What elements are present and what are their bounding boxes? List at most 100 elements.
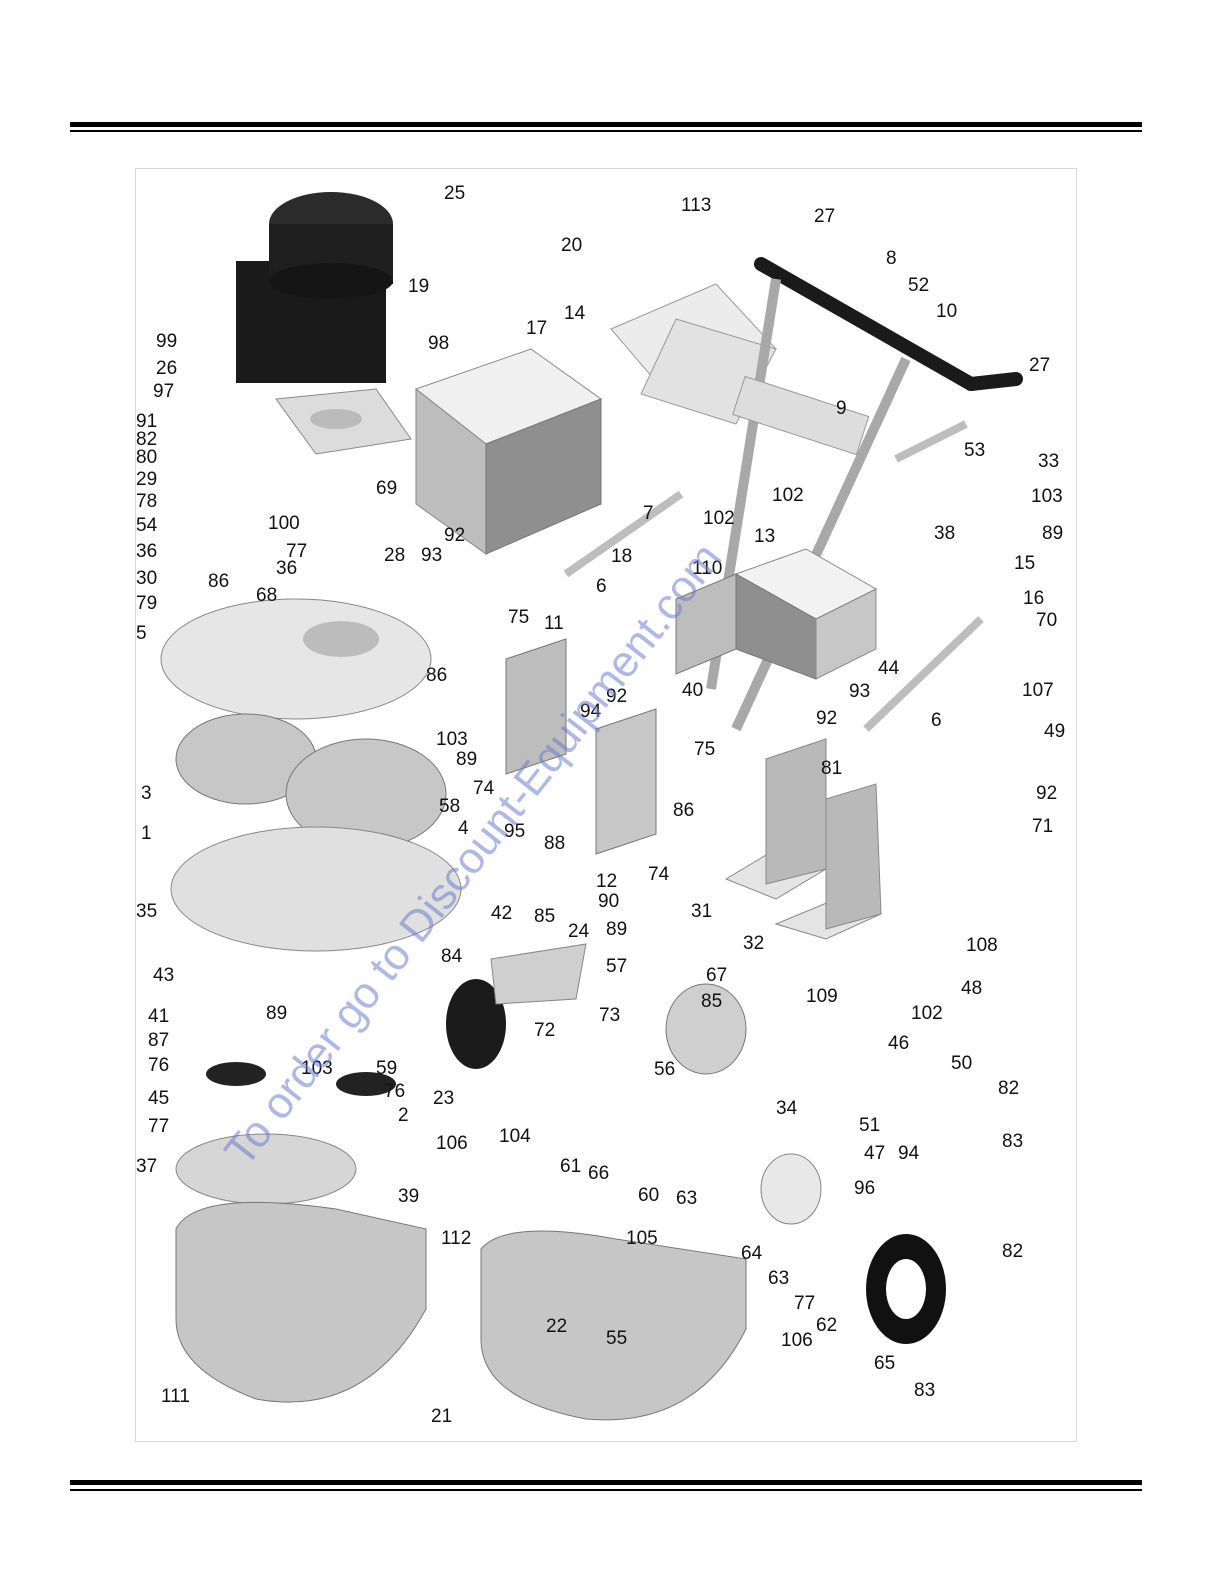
- label-83a: 83: [1002, 1131, 1023, 1152]
- label-105: 105: [626, 1228, 658, 1249]
- label-106a: 106: [436, 1133, 468, 1154]
- label-98: 98: [428, 333, 449, 354]
- label-97: 97: [153, 381, 174, 402]
- label-112: 112: [441, 1228, 471, 1249]
- label-57: 57: [606, 956, 627, 977]
- label-70: 70: [1036, 610, 1057, 631]
- label-82b: 82: [998, 1078, 1019, 1099]
- label-78: 78: [136, 491, 157, 512]
- label-28: 28: [384, 545, 405, 566]
- label-14: 14: [564, 303, 586, 324]
- label-46: 46: [888, 1033, 909, 1054]
- label-24: 24: [568, 921, 590, 942]
- label-100: 100: [268, 513, 300, 534]
- label-11: 11: [544, 613, 564, 634]
- label-27b: 27: [1029, 355, 1050, 376]
- label-86b: 86: [426, 665, 447, 686]
- skirts: [175, 1201, 747, 1421]
- label-67: 67: [706, 965, 727, 986]
- label-59: 59: [376, 1058, 397, 1079]
- label-89c: 89: [606, 919, 627, 940]
- label-76b: 76: [384, 1081, 405, 1102]
- label-93b: 93: [849, 681, 870, 702]
- label-69: 69: [376, 478, 397, 499]
- label-29: 29: [136, 469, 157, 490]
- label-77c: 77: [794, 1293, 815, 1314]
- label-30a: 30: [136, 568, 157, 589]
- label-34: 34: [776, 1098, 798, 1119]
- label-103b: 103: [436, 729, 468, 750]
- electrical-boxes: [505, 548, 878, 855]
- label-19: 19: [408, 276, 429, 297]
- label-1: 1: [141, 823, 152, 844]
- label-108: 108: [966, 935, 998, 956]
- label-39: 39: [398, 1186, 419, 1207]
- label-52: 52: [908, 275, 929, 296]
- label-77b: 77: [148, 1116, 169, 1137]
- label-84: 84: [441, 946, 463, 967]
- label-92b: 92: [816, 708, 837, 729]
- label-107: 107: [1022, 680, 1054, 701]
- label-76a: 76: [148, 1055, 169, 1076]
- label-53: 53: [964, 440, 985, 461]
- label-12: 12: [596, 871, 617, 892]
- label-37: 37: [136, 1156, 157, 1177]
- label-92a: 92: [444, 525, 465, 546]
- label-16: 16: [1023, 588, 1044, 609]
- label-44: 44: [878, 658, 900, 679]
- label-92d: 92: [1036, 783, 1057, 804]
- label-7: 7: [643, 503, 654, 524]
- label-3: 3: [141, 783, 152, 804]
- label-74a: 74: [473, 778, 495, 799]
- label-17: 17: [526, 318, 547, 339]
- label-92c: 92: [606, 686, 627, 707]
- label-102a: 102: [772, 485, 804, 506]
- label-103c: 103: [301, 1058, 333, 1079]
- label-82c: 82: [1002, 1241, 1023, 1262]
- label-89b: 89: [456, 749, 477, 770]
- footer-rule-thick: [70, 1480, 1142, 1485]
- label-91: 91: [136, 411, 157, 432]
- label-63b: 63: [768, 1268, 789, 1289]
- header-rule-thick: [70, 122, 1142, 127]
- label-25: 25: [444, 183, 465, 204]
- motor-plate: [275, 388, 412, 455]
- label-94a: 94: [580, 701, 602, 722]
- base-plates: [160, 598, 462, 952]
- label-82a: 82: [136, 429, 157, 450]
- label-99: 99: [156, 331, 177, 352]
- label-43: 43: [153, 965, 174, 986]
- label-32: 32: [743, 933, 764, 954]
- label-77a: 77: [286, 541, 307, 562]
- label-48: 48: [961, 978, 982, 999]
- label-89d: 89: [266, 1003, 287, 1024]
- label-111: 111: [161, 1386, 190, 1407]
- label-72: 72: [534, 1020, 555, 1041]
- label-62: 62: [816, 1315, 837, 1336]
- rods: [563, 420, 984, 732]
- header-rule-thin: [70, 130, 1142, 132]
- label-20: 20: [561, 235, 582, 256]
- label-60: 60: [638, 1185, 659, 1206]
- label-35: 35: [136, 901, 157, 922]
- label-40: 40: [682, 680, 703, 701]
- label-88: 88: [544, 833, 565, 854]
- label-36b: 36: [276, 558, 297, 579]
- label-86a: 86: [208, 571, 229, 592]
- label-81: 81: [821, 758, 842, 779]
- label-113: 113: [681, 195, 711, 216]
- drive-assembly: [175, 943, 946, 1344]
- label-4: 4: [458, 818, 469, 839]
- label-27a: 27: [814, 206, 835, 227]
- label-22: 22: [546, 1316, 567, 1337]
- label-36a: 36: [136, 541, 157, 562]
- label-10: 10: [936, 301, 957, 322]
- label-31: 31: [691, 901, 712, 922]
- label-94b: 94: [898, 1143, 920, 1164]
- cover-box: [414, 348, 603, 555]
- label-75b: 75: [694, 739, 715, 760]
- callout-labels: 25 27 113 20 8 52 10 27 19 17 14 99 98 2…: [136, 183, 1065, 1427]
- label-102b: 102: [703, 508, 735, 529]
- label-58: 58: [439, 796, 460, 817]
- label-86c: 86: [673, 800, 694, 821]
